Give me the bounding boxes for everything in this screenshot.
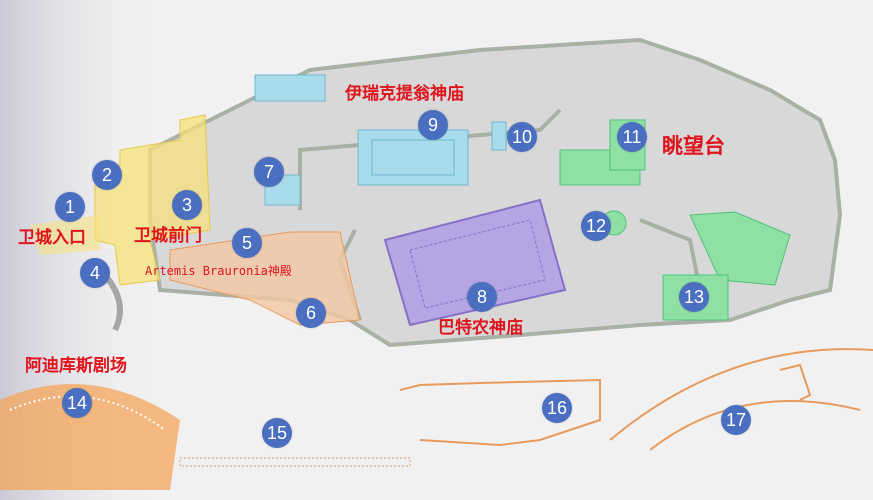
- dionysus-theatre: [609, 348, 873, 441]
- erechtheion-inner: [371, 139, 455, 176]
- marker-9[interactable]: 9: [418, 110, 448, 140]
- stoa-eumenes: [179, 457, 411, 467]
- label-artemis: Artemis Brauronia神殿: [145, 264, 292, 278]
- dionysus-building: [779, 363, 812, 401]
- marker-14[interactable]: 14: [62, 388, 92, 418]
- marker-13[interactable]: 13: [679, 282, 709, 312]
- asklepieion: [399, 378, 601, 447]
- marker-6[interactable]: 6: [296, 298, 326, 328]
- dionysus-theatre-2: [649, 400, 861, 451]
- marker-5[interactable]: 5: [232, 228, 262, 258]
- marker-1[interactable]: 1: [55, 192, 85, 222]
- label-propylaea: 卫城前门: [134, 226, 202, 246]
- marker-11[interactable]: 11: [617, 122, 647, 152]
- label-erechtheion: 伊瑞克提翁神庙: [345, 84, 464, 104]
- label-odeon: 阿迪库斯剧场: [25, 356, 127, 376]
- entrance-ramp: [30, 215, 100, 255]
- erechtheion-temple: [357, 129, 469, 186]
- odeon-theatre: [0, 384, 180, 490]
- marker-8[interactable]: 8: [467, 282, 497, 312]
- marker-7[interactable]: 7: [254, 157, 284, 187]
- marker-12[interactable]: 12: [581, 211, 611, 241]
- inner-wall-3: [639, 218, 702, 291]
- erechtheion-north: [254, 74, 326, 102]
- propylaea-area: [94, 114, 211, 286]
- parthenon: [383, 198, 567, 327]
- marker-4[interactable]: 4: [80, 258, 110, 288]
- marker-10[interactable]: 10: [507, 122, 537, 152]
- altar: [491, 121, 507, 151]
- east-buildings: [689, 211, 791, 286]
- label-belvedere: 眺望台: [662, 133, 725, 158]
- marker-3[interactable]: 3: [172, 190, 202, 220]
- marker-17[interactable]: 17: [721, 405, 751, 435]
- label-parthenon: 巴特农神庙: [438, 318, 523, 338]
- marker-15[interactable]: 15: [262, 418, 292, 448]
- marker-2[interactable]: 2: [92, 160, 122, 190]
- parthenon-cella: [409, 219, 546, 309]
- marker-16[interactable]: 16: [542, 393, 572, 423]
- label-entrance: 卫城入口: [18, 228, 86, 248]
